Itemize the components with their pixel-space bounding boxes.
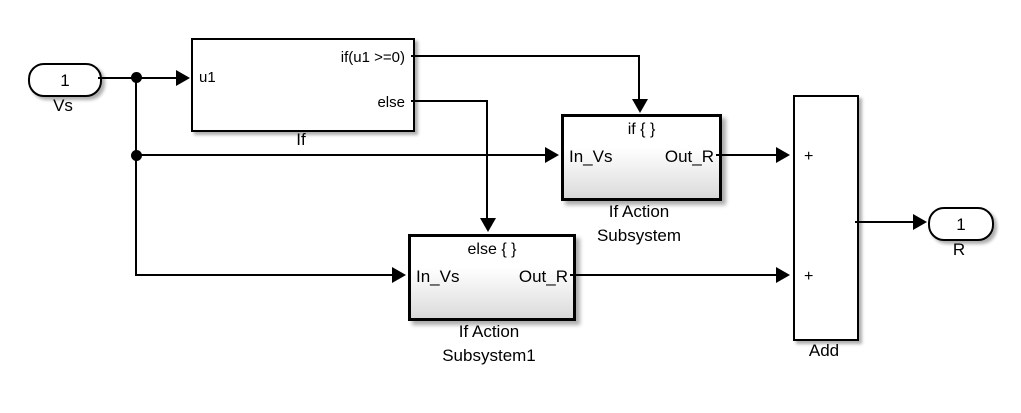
arrow-into-add-input1 <box>776 147 790 163</box>
wire-else-vertical <box>486 100 488 220</box>
outport-number: 1 <box>956 214 966 234</box>
inport-block-vs[interactable]: 1 <box>28 63 102 97</box>
subsystem-if-inport-label: In_Vs <box>569 147 613 166</box>
add-block-name: Add <box>808 341 840 360</box>
wire-ifcond-vertical <box>638 55 640 101</box>
arrow-into-subsystem-if-invs <box>545 147 559 163</box>
outport-label-r: R <box>952 240 966 259</box>
inport-label-vs: Vs <box>53 96 73 115</box>
wire-ifcond-horizontal <box>411 55 640 57</box>
wire-vs-to-subsystem-else <box>135 274 396 276</box>
if-action-subsystem-name-line1: If Action <box>608 202 670 221</box>
arrow-into-subsystem-if-action <box>632 99 648 113</box>
arrow-into-ifblock-u1 <box>176 70 190 86</box>
if-block[interactable]: u1 if(u1 >=0) else <box>191 38 415 132</box>
arrow-into-add-input2 <box>776 267 790 283</box>
arrow-into-subsystem-else-invs <box>392 267 406 283</box>
wire-vs-to-subsystem-if <box>135 154 549 156</box>
wire-subsystem-if-to-add <box>716 154 780 156</box>
outport-block-r[interactable]: 1 <box>928 207 994 241</box>
arrow-into-outport-r <box>913 214 927 230</box>
inport-number: 1 <box>60 70 70 90</box>
subsystem-else-top-label: else { } <box>467 241 517 258</box>
wire-else-horizontal <box>411 100 488 102</box>
add-block-sign-bottom: + <box>804 268 814 285</box>
if-block-condition-label: if(u1 >=0) <box>340 49 405 66</box>
if-action-subsystem-name-line2: Subsystem <box>596 226 682 245</box>
if-action-subsystem1-name-line2: Subsystem1 <box>442 346 536 365</box>
subsystem-if-outport-label: Out_R <box>664 147 714 166</box>
wire-subsystem-else-to-add <box>570 274 780 276</box>
wire-add-to-outport <box>855 221 917 223</box>
if-block-else-label: else <box>377 94 405 111</box>
if-block-name: If <box>296 130 306 149</box>
subsystem-if-top-label: if { } <box>627 121 656 138</box>
arrow-into-subsystem-else-action <box>480 218 496 232</box>
wire-vs-vertical-upper <box>135 77 137 155</box>
add-block-sign-top: + <box>804 148 814 165</box>
wire-vs-vertical-lower <box>135 155 137 276</box>
if-action-subsystem1-block[interactable]: else { } In_Vs Out_R <box>408 234 576 321</box>
subsystem-else-outport-label: Out_R <box>518 267 568 286</box>
if-block-input-label: u1 <box>199 69 216 86</box>
add-block[interactable]: + + <box>793 95 859 341</box>
if-action-subsystem1-name-line1: If Action <box>458 322 520 341</box>
subsystem-else-inport-label: In_Vs <box>416 267 460 286</box>
if-action-subsystem-block[interactable]: if { } In_Vs Out_R <box>561 114 722 201</box>
